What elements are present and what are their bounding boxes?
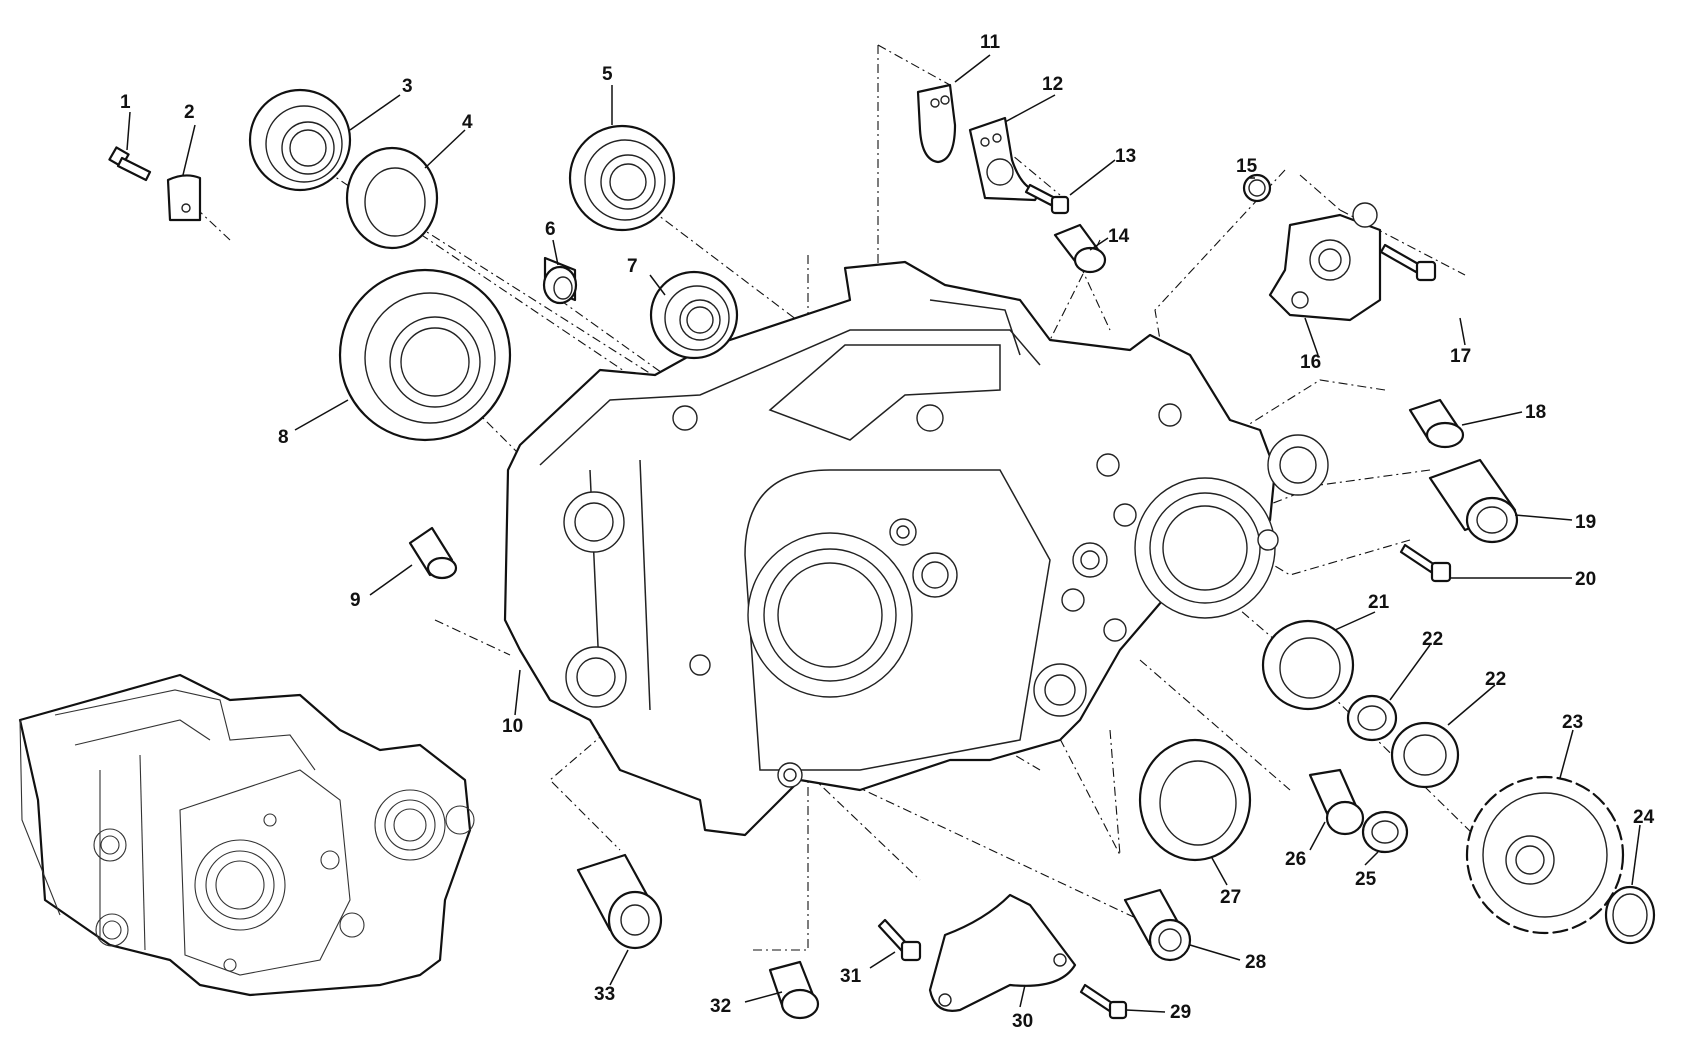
seal-15 — [1390, 721, 1460, 789]
callout-19: 15 — [1236, 156, 1258, 177]
bolt-21 — [1399, 543, 1452, 583]
callout-3: 8 — [278, 427, 289, 448]
seal-11 — [345, 146, 439, 250]
bearing-3 — [338, 268, 512, 442]
callout-12: 3 — [402, 76, 413, 97]
callout-15: 22 — [1485, 669, 1506, 690]
callout-24: 19 — [1575, 512, 1596, 533]
ring-16 — [1346, 694, 1398, 742]
callout-21: 20 — [1575, 569, 1596, 590]
bearing-12 — [248, 88, 352, 192]
callout-26: 12 — [1042, 74, 1063, 95]
callout-2: 9 — [350, 590, 361, 611]
callout-33: 33 — [594, 984, 615, 1005]
callout-4: 27 — [1220, 887, 1241, 908]
callout-5: 30 — [1012, 1011, 1033, 1032]
callout-30: 25 — [1355, 869, 1377, 890]
callout-1: 10 — [502, 716, 523, 737]
callout-labels: 1 2 3 4 5 6 7 8 9 10 11 12 13 14 15 16 1… — [120, 32, 1655, 1032]
dowel-22-upper — [1408, 398, 1465, 449]
seal-14 — [1261, 619, 1355, 711]
seal-4 — [1138, 738, 1252, 862]
callout-31: 26 — [1285, 849, 1306, 870]
bearing-8 — [649, 270, 739, 360]
pump-cover-17 — [1268, 202, 1382, 322]
callout-23: 14 — [1108, 226, 1130, 247]
circlip-19 — [1242, 173, 1272, 203]
dowel-22-lower — [768, 960, 820, 1020]
bush-33 — [576, 853, 663, 950]
callout-13: 5 — [602, 64, 613, 85]
callout-28: 24 — [1633, 807, 1655, 828]
callout-27: 11 — [980, 32, 1001, 53]
leader-lines — [126, 54, 1641, 1013]
callout-7: 6 — [545, 219, 556, 240]
callout-11: 4 — [462, 112, 473, 133]
callout-29: 23 — [1562, 712, 1583, 733]
bolt-9 — [108, 146, 152, 182]
callout-18: 17 — [1450, 346, 1471, 367]
callout-9: 1 — [120, 92, 131, 113]
callout-8: 7 — [627, 256, 638, 277]
dowel-23 — [1053, 223, 1107, 274]
bush-24 — [1428, 458, 1519, 544]
dowel-31 — [1308, 768, 1365, 836]
callout-10: 2 — [184, 102, 195, 123]
callout-22-upper: 18 — [1525, 402, 1546, 423]
callout-17: 16 — [1300, 352, 1321, 373]
crankcase-half — [503, 260, 1329, 837]
bracket-5 — [928, 893, 1077, 1012]
needle-bearing-7 — [542, 256, 578, 305]
callout-25: 13 — [1115, 146, 1136, 167]
crankcase-reference-view — [18, 673, 475, 997]
bolt-25 — [1024, 183, 1070, 215]
bush-32 — [1123, 888, 1192, 962]
bracket-10 — [166, 174, 202, 222]
ring-30 — [1361, 810, 1409, 854]
callout-20: 31 — [840, 966, 862, 987]
bolt-20 — [877, 918, 922, 962]
dowel-2 — [408, 526, 458, 580]
bearing-13 — [568, 124, 676, 232]
callout-22-lower: 32 — [710, 996, 731, 1017]
callout-16: 22 — [1422, 629, 1443, 650]
callout-14: 21 — [1368, 592, 1390, 613]
callout-32: 28 — [1245, 952, 1266, 973]
bolt-6 — [1079, 983, 1128, 1020]
plate-27 — [916, 83, 957, 164]
bolt-18 — [1379, 243, 1437, 282]
circlip-28 — [1604, 885, 1656, 945]
callout-6: 29 — [1170, 1002, 1191, 1023]
sprocket-29 — [1465, 775, 1625, 935]
